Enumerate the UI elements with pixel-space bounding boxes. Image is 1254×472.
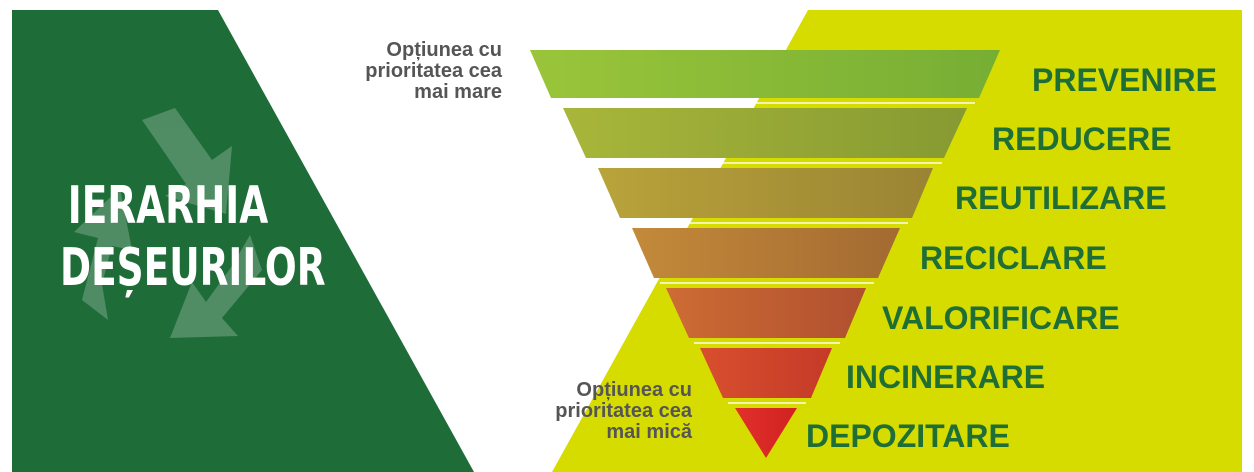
pyramid-band-reciclare [632,228,900,278]
level-label-incinerare: INCINERARE [846,359,1046,395]
hierarchy-pyramid [530,50,1000,458]
recycle-icon [74,108,262,338]
note-bottom-line-3: mai mică [606,421,692,443]
level-label-depozitare: DEPOZITARE [806,418,1010,454]
note-highest-priority: Opțiunea cu prioritatea cea mai mare [365,40,502,103]
pyramid-band-valorificare [666,288,866,338]
level-label-reutilizare: REUTILIZARE [955,180,1167,216]
pyramid-band-incinerare [700,348,832,398]
note-top-line-3: mai mare [414,81,502,103]
level-label-valorificare: VALORIFICARE [882,300,1120,336]
pyramid-band-depozitare [735,408,797,458]
pyramid-band-reducere [563,108,967,158]
note-lowest-priority: Opțiunea cu prioritatea cea mai mică [555,380,692,443]
pyramid-band-reutilizare [598,168,933,218]
title-line-2: DEȘEURILOR [59,238,326,298]
title-line-1: IERARHIA [67,176,269,236]
level-label-reducere: REDUCERE [992,121,1172,157]
note-bottom-line-1: Opțiunea cu [576,379,692,401]
dark-green-panel [12,10,474,472]
level-label-reciclare: RECICLARE [920,240,1107,276]
pyramid-band-prevenire [530,50,1000,98]
note-top-line-2: prioritatea cea [365,60,502,82]
level-label-prevenire: PREVENIRE [1032,62,1217,98]
note-top-line-1: Opțiunea cu [386,39,502,61]
note-bottom-line-2: prioritatea cea [555,400,692,422]
